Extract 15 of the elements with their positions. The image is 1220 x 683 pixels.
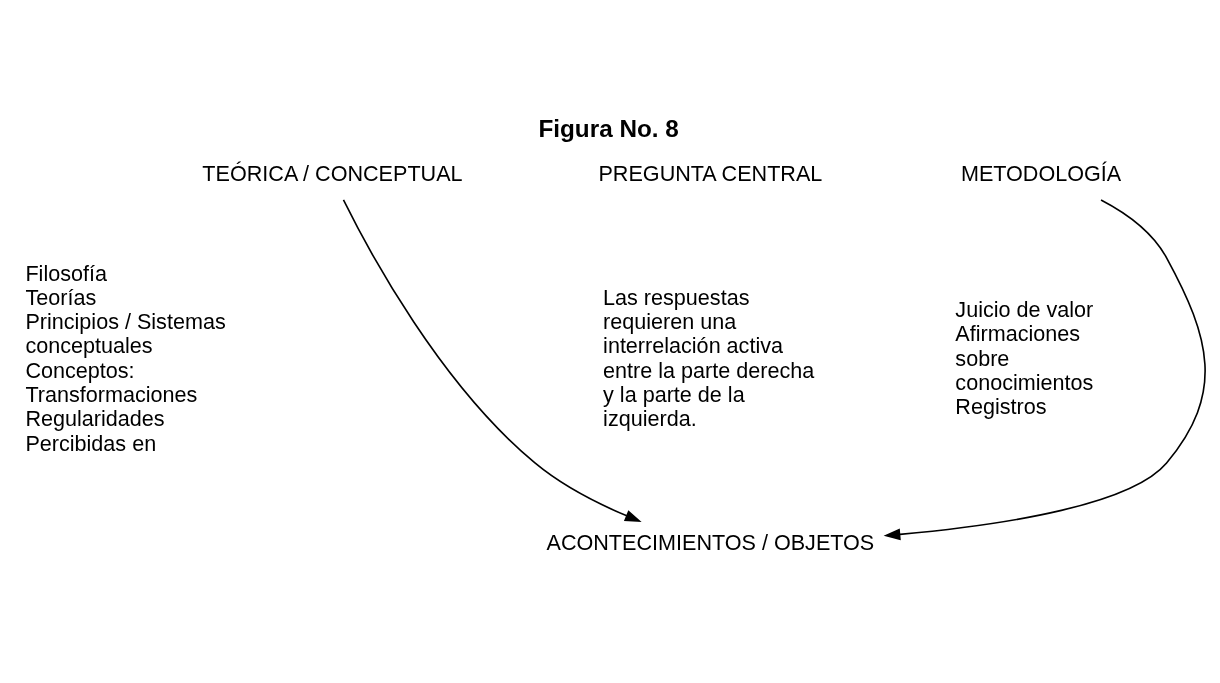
arrow <box>342 199 642 522</box>
label: Teorías <box>25 284 97 310</box>
label: Afirmaciones sobre conocimientos <box>955 321 1094 395</box>
label: Registros <box>955 394 1047 420</box>
label: Juicio de valor <box>955 296 1094 322</box>
label: Principios / Sistemas conceptuales <box>25 309 226 359</box>
node-text: PREGUNTA CENTRAL <box>598 160 823 186</box>
label: Las respuestas requieren una interrelación activa entre la parte derecha y la parte de la izquierda. <box>603 284 815 432</box>
node-text: ACONTECIMIENTOS / OBJETOS <box>546 530 875 556</box>
label: Conceptos: Transformaciones Regularidades Percibidas en <box>25 357 198 456</box>
label: Filosofía <box>25 260 107 286</box>
diagram-title: Figura No. 8 <box>538 114 679 142</box>
arrow <box>883 199 1206 541</box>
node-text: TEÓRICA / CONCEPTUAL <box>202 160 463 186</box>
node-text: METODOLOGÍA <box>960 160 1122 186</box>
